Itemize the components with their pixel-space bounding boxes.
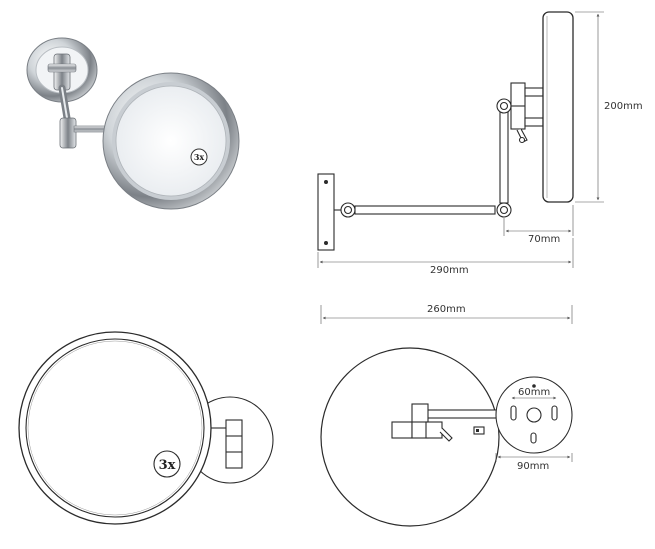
side-arm [354, 205, 496, 215]
front-mirror-outer [18, 331, 212, 525]
dim-extension-label: 290mm [430, 265, 469, 276]
side-view-dimensions [317, 11, 604, 268]
front-magnification-badge [153, 450, 181, 478]
top-base-plate [495, 376, 573, 454]
side-mirror [542, 11, 574, 203]
side-joint-1 [340, 202, 356, 218]
dim-height-label: 200mm [604, 101, 643, 112]
dim-offset-label: 70mm [528, 234, 560, 245]
top-view [320, 347, 573, 527]
side-wall-plate [317, 173, 335, 251]
side-joint-3 [496, 98, 512, 114]
side-view [317, 11, 574, 251]
front-mirror-inner [25, 338, 205, 518]
top-view-dimensions [320, 305, 573, 462]
lower-knuckle [59, 117, 77, 149]
mirror-glass [115, 85, 227, 197]
front-bracket [225, 419, 243, 469]
front-magnification-label: 3x [159, 458, 176, 473]
magnification-badge [190, 148, 208, 166]
magnification-badge-label: 3x [194, 152, 205, 162]
dim-inner-label: 60mm [518, 387, 550, 398]
dim-diameter-label: 260mm [427, 304, 466, 315]
dim-outer-label: 90mm [517, 461, 549, 472]
side-joint-2 [496, 202, 512, 218]
front-view [18, 331, 274, 525]
product-photo: 3x [26, 37, 240, 210]
side-vertical-arm [499, 109, 509, 204]
